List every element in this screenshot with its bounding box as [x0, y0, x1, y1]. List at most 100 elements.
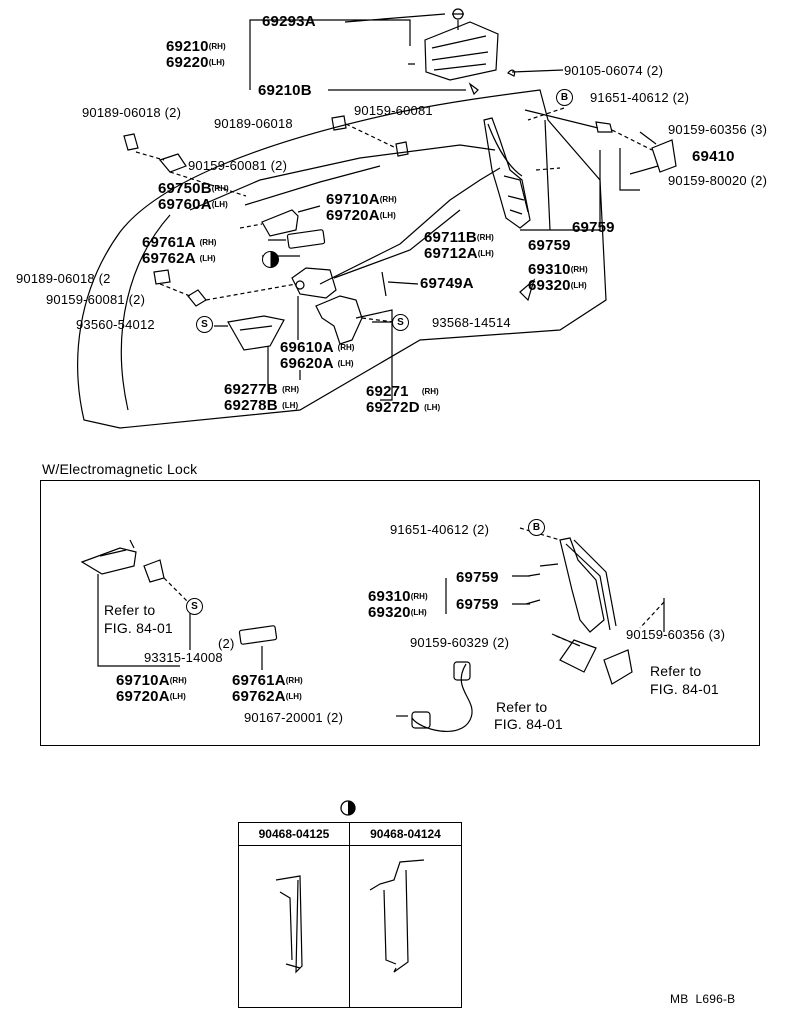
label-69272D-num: 69272D	[366, 399, 420, 416]
label-69220: 69220(LH)	[166, 55, 225, 71]
rh-tag: (RH)	[410, 592, 428, 602]
outside-handle-drawing	[424, 8, 499, 96]
rh-tag: (RH)	[570, 265, 588, 275]
label-69760A-num: 69760A	[158, 196, 212, 213]
label-90189-06018-a: 90189-06018 (2)	[82, 106, 181, 120]
rod-sketch-right	[369, 859, 425, 973]
label-90105-qty: (2)	[646, 63, 664, 78]
label-69210B: 69210B	[258, 82, 312, 99]
label-69761A-lower: 69761A(RH)	[232, 673, 303, 689]
label-90189-06018-b: 90189-06018	[214, 116, 293, 131]
circle-s-symbol: S	[392, 314, 409, 331]
label-69310-num: 69310	[528, 261, 571, 278]
label-69749A: 69749A	[420, 275, 474, 292]
circle-s-symbol: S	[196, 316, 213, 333]
label-69750B-num: 69750B	[158, 180, 212, 197]
section-title: W/Electromagnetic Lock	[42, 461, 198, 477]
label-93560-54012: 93560-54012	[76, 317, 155, 332]
label-90189-a-num: 90189-06018	[82, 105, 161, 120]
label-69762A-lower: 69762A(LH)	[232, 689, 302, 705]
lh-tag: (LH)	[199, 254, 216, 264]
lh-tag: (LH)	[337, 359, 354, 369]
label-69278B-num: 69278B	[224, 397, 278, 414]
inside-handle-drawing	[291, 267, 337, 299]
label-69320-num: 69320	[528, 277, 571, 294]
label-69712A: 69712A(LH)	[424, 246, 494, 262]
lock-assembly-drawing	[483, 117, 531, 229]
label-90159-60081-c: 90159-60081 (2)	[46, 293, 145, 307]
lh-tag: (LH)	[285, 692, 302, 702]
half-circle-symbol	[262, 251, 279, 268]
label-69710A-lower-num: 69710A	[116, 672, 170, 689]
label-90159-60081-b: 90159-60081 (2)	[188, 159, 287, 173]
label-69759-a: 69759	[528, 237, 571, 254]
label-90167-num: 90167-20001	[244, 710, 323, 725]
label-69277B: 69277B (RH)	[224, 382, 299, 398]
label-69220-num: 69220	[166, 54, 209, 71]
lh-tag: (LH)	[424, 403, 441, 413]
circle-s-symbol: S	[186, 598, 203, 615]
label-69620A-num: 69620A	[280, 355, 334, 372]
circle-b-symbol: B	[556, 89, 573, 106]
label-69278B: 69278B (LH)	[224, 398, 298, 414]
label-69761A: 69761A (RH)	[142, 235, 216, 251]
label-69761A-num: 69761A	[142, 234, 196, 251]
label-90159-60329-qty: (2)	[492, 635, 510, 650]
label-69720A-lower-num: 69720A	[116, 688, 170, 705]
lh-tag: (LH)	[208, 58, 225, 68]
lock-knob-drawing	[261, 209, 299, 237]
label-90105-num: 90105-06074	[564, 63, 643, 78]
label-69761A-lower-num: 69761A	[232, 672, 286, 689]
label-90159-60356-lower-num: 90159-60356	[626, 627, 705, 642]
label-90105-06074: 90105-06074 (2)	[564, 64, 663, 78]
rh-tag: (RH)	[379, 195, 397, 205]
lh-tag: (LH)	[211, 200, 228, 210]
table-divider	[349, 823, 350, 1007]
fig-ref-label: FIG. 84-01	[104, 620, 173, 636]
rh-tag: (RH)	[282, 385, 300, 395]
rod-69711B	[319, 167, 501, 285]
refer-to-label-c: Refer to	[496, 699, 548, 715]
footer-code: MB L696-B	[670, 992, 736, 1006]
lower-knob-drawing	[80, 547, 137, 575]
label-69277B-num: 69277B	[224, 381, 278, 398]
label-69320: 69320(LH)	[528, 278, 587, 294]
label-69712A-num: 69712A	[424, 245, 478, 262]
label-90167-qty: (2)	[326, 710, 344, 725]
label-93568-14514: 93568-14514	[432, 315, 511, 330]
label-90159-80020-qty: (2)	[750, 173, 768, 188]
rh-tag: (RH)	[285, 676, 303, 686]
label-90189-06018-c: 90189-06018 (2	[16, 272, 111, 286]
label-69762A-lower-num: 69762A	[232, 688, 286, 705]
fig-ref-label-c: FIG. 84-01	[494, 716, 563, 732]
label-69760A: 69760A(LH)	[158, 197, 228, 213]
rod-sketch-left	[275, 875, 303, 974]
label-69320-lower-num: 69320	[368, 604, 411, 621]
door-outline	[77, 89, 607, 429]
lh-tag: (LH)	[379, 211, 396, 221]
label-90159-60356-lower-qty: (3)	[708, 627, 726, 642]
label-69750B: 69750B(RH)	[158, 181, 229, 197]
refer-to-label: Refer to	[104, 602, 156, 618]
label-90159-80020: 90159-80020 (2)	[668, 174, 767, 188]
rh-tag: (RH)	[208, 42, 226, 52]
rh-tag: (RH)	[421, 387, 439, 397]
lh-tag: (LH)	[169, 692, 186, 702]
rh-tag: (RH)	[337, 343, 355, 353]
label-69711B: 69711B(RH)	[424, 230, 494, 246]
label-69610A-num: 69610A	[280, 339, 334, 356]
label-69310-lower-num: 69310	[368, 588, 411, 605]
label-90189-c-num: 90189-06018	[16, 271, 95, 286]
lh-tag: (LH)	[477, 249, 494, 259]
label-69293A: 69293A	[262, 13, 316, 30]
lh-tag: (LH)	[282, 401, 299, 411]
label-69710A-lower: 69710A(RH)	[116, 673, 187, 689]
label-90189-c-qty: (2	[98, 271, 111, 286]
label-90189-a-qty: (2)	[164, 105, 182, 120]
label-91651-40612: 91651-40612 (2)	[590, 91, 689, 105]
label-93315-14008: 93315-14008	[144, 650, 223, 665]
label-90159-60081-b-qty: (2)	[270, 158, 288, 173]
label-69310: 69310(RH)	[528, 262, 588, 278]
label-69710A: 69710A(RH)	[326, 192, 397, 208]
